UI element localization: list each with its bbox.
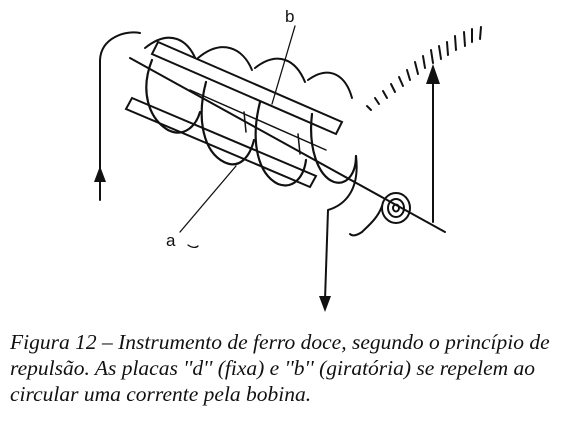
input-lead-wire xyxy=(94,31,141,201)
label-b-group: b xyxy=(271,7,296,105)
output-lead-wire xyxy=(319,155,358,312)
pivot-shaft xyxy=(129,57,446,233)
label-a-group: a xyxy=(166,165,237,250)
pointer-needle xyxy=(426,64,440,223)
coil-front-turns xyxy=(145,58,358,187)
scale-ticks xyxy=(366,26,482,111)
label-a: a xyxy=(166,231,176,250)
figure-caption: Figura 12 – Instrumento de ferro doce, s… xyxy=(10,330,550,406)
label-b: b xyxy=(285,7,294,26)
iron-vane-instrument-diagram: b a xyxy=(94,7,482,312)
current-in-arrow xyxy=(94,166,106,182)
spiral-spring xyxy=(349,192,411,237)
movable-plate xyxy=(150,40,344,151)
fixed-plate xyxy=(124,96,318,189)
current-out-arrow xyxy=(319,296,331,312)
